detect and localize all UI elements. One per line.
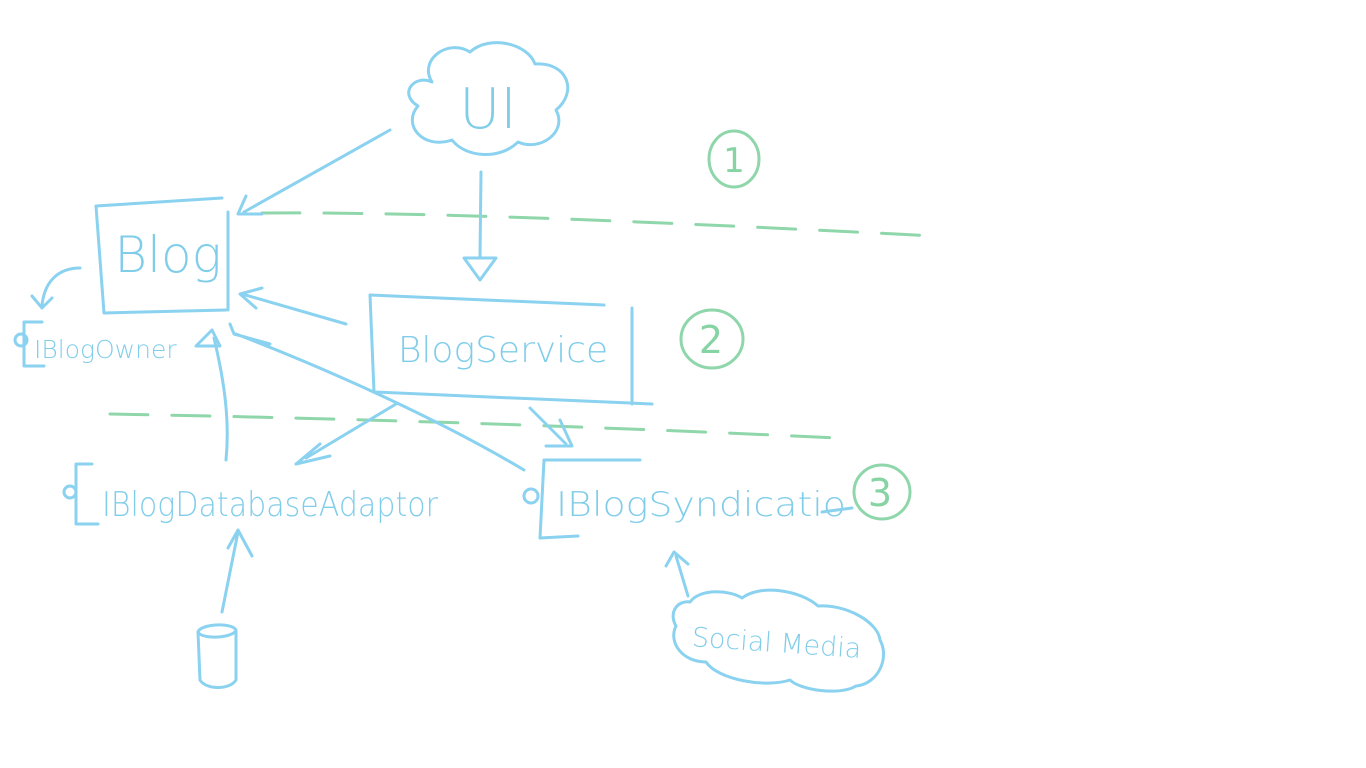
iblog-database-adaptor-lollipop xyxy=(62,484,78,500)
blog-service-label: BlogService xyxy=(398,330,608,371)
social-media-cloud-outline xyxy=(671,588,886,693)
syndication-to-iblog-owner-arrow xyxy=(228,322,526,472)
layer-marker-2-label: 2 xyxy=(699,318,723,362)
iblog-database-adaptor-bracket xyxy=(74,462,100,526)
blog-service-to-syndication-arrow xyxy=(528,406,574,448)
layer-separator-2 xyxy=(108,412,840,440)
blog-node: Blog xyxy=(94,196,230,315)
database-to-adaptor-arrow xyxy=(220,528,254,614)
layer-marker-3-label: 3 xyxy=(868,471,892,515)
social-media-label: Social Media xyxy=(691,622,862,665)
iblog-owner-interface: IBlogOwner xyxy=(13,266,177,368)
iblog-syndication-lollipop xyxy=(522,487,540,505)
social-media-to-syndication-arrow xyxy=(664,550,690,598)
layer-marker-3: 3 xyxy=(852,463,912,521)
ui-label: UI xyxy=(459,77,517,142)
blog-box xyxy=(94,196,230,315)
blog-service-node: BlogService xyxy=(368,293,654,406)
iblog-owner-label: IBlogOwner xyxy=(34,335,177,364)
iblog-owner-bracket xyxy=(22,320,46,368)
layer-marker-2: 2 xyxy=(679,308,745,370)
database-node xyxy=(196,528,254,689)
iblog-syndication-label: IBlogSyndicatio xyxy=(556,485,846,525)
layer-marker-3-circle xyxy=(852,463,912,521)
iblog-database-adaptor-label: IBlogDatabaseAdaptor xyxy=(102,485,438,525)
iblog-database-adaptor-interface: IBlogDatabaseAdaptor xyxy=(62,462,438,526)
layer-marker-2-circle xyxy=(679,308,745,370)
blog-label: Blog xyxy=(114,226,221,284)
layer-separator-1 xyxy=(260,211,937,238)
iblog-syndication-bracket xyxy=(538,458,642,540)
ui-to-blog-service-arrow xyxy=(462,170,498,282)
blog-to-iblog-owner-arrow xyxy=(30,266,82,310)
layer-marker-1-circle xyxy=(707,129,761,189)
iblog-syndication-interface: IBlogSyndicatio xyxy=(522,458,854,540)
layer-marker-1-label: 1 xyxy=(723,141,745,181)
blog-service-to-adaptor-arrow xyxy=(294,402,398,466)
iblog-syndication-tail xyxy=(820,506,854,514)
ui-cloud: UI xyxy=(407,41,570,156)
blog-service-to-blog-arrow xyxy=(238,286,348,326)
iblog-owner-lollipop xyxy=(13,332,29,348)
social-media-cloud: Social Media xyxy=(664,550,886,693)
adaptor-to-iblog-owner-arrow xyxy=(194,328,229,462)
ui-to-blog-arrow xyxy=(236,128,392,216)
database-cylinder xyxy=(196,623,238,689)
layer-marker-1: 1 xyxy=(707,129,761,189)
ui-cloud-outline xyxy=(407,41,570,156)
